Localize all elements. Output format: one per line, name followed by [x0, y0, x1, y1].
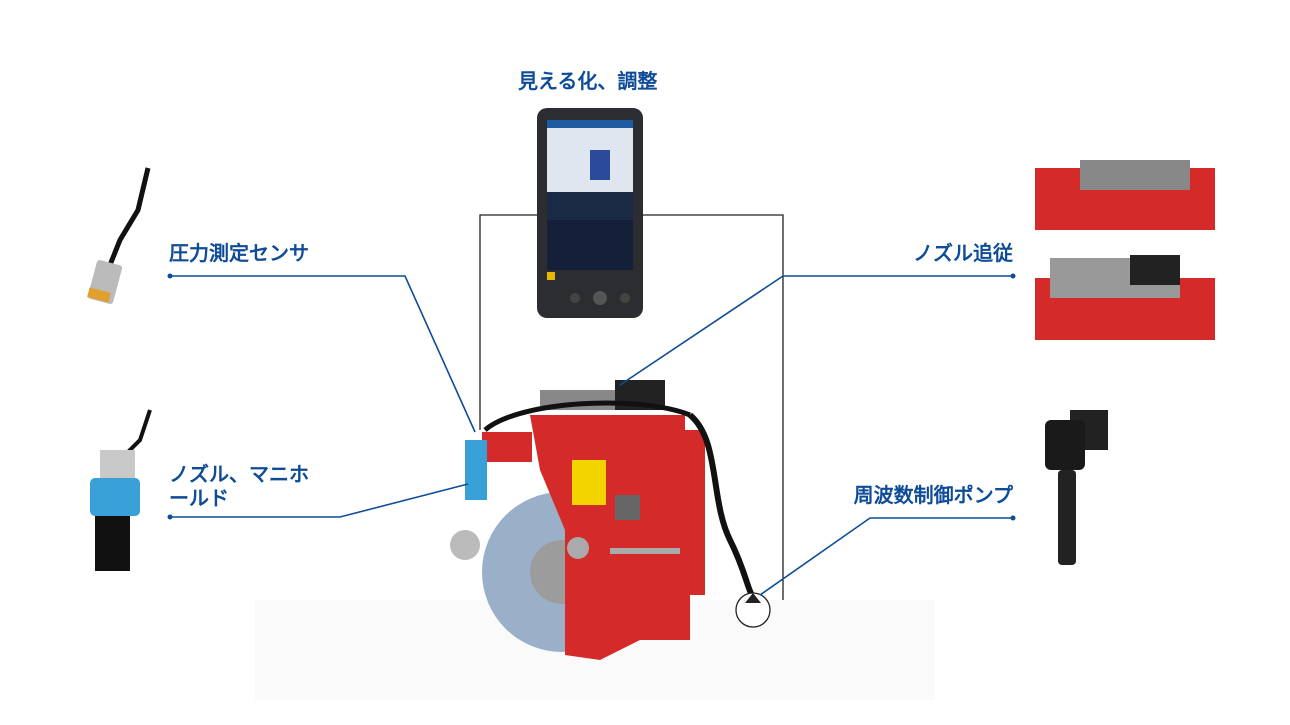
leader-lines — [170, 275, 1013, 596]
label-nozzle-manifold-1: ノズル、マニホ — [169, 462, 309, 486]
nozzle-follow-image — [1035, 160, 1215, 340]
label-pressure-sensor: 圧力測定センサ — [169, 241, 309, 265]
leader-dots — [167, 273, 1016, 521]
label-nozzle-manifold-2: ールド — [169, 486, 229, 510]
label-pump: 周波数制御ポンプ — [853, 483, 1013, 507]
machine-image — [255, 380, 935, 700]
label-nozzle-follow: ノズル追従 — [913, 241, 1013, 265]
nozzle-manifold-image — [90, 409, 152, 571]
control-panel-image — [537, 108, 643, 318]
pressure-sensor-image — [87, 167, 151, 305]
pump-image — [1045, 410, 1108, 565]
pump-symbol-icon — [735, 592, 771, 628]
label-panel: 見える化、調整 — [518, 69, 658, 93]
